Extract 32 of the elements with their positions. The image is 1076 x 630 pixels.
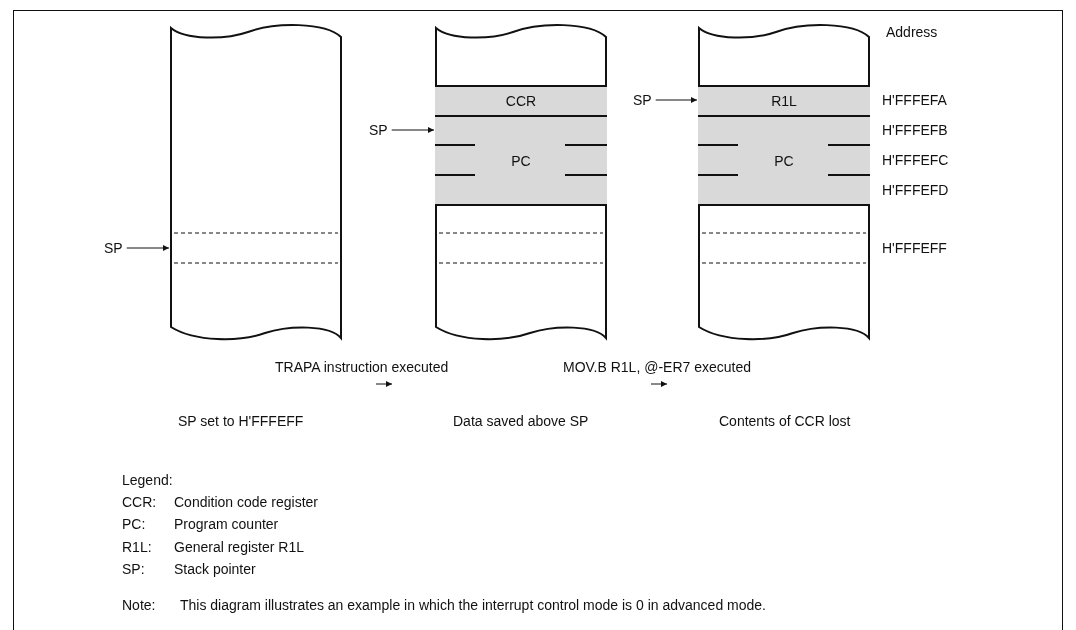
pointer-label: SP — [104, 239, 123, 257]
pointer-label: SP — [369, 121, 388, 139]
step-caption: SP set to H'FFFEFF — [178, 412, 304, 430]
arrow — [126, 245, 170, 251]
note-text: This diagram illustrates an example in which the interrupt control mode is 0 in advanced mode. — [180, 596, 766, 614]
address-label: H'FFFEFD — [882, 181, 949, 199]
legend-term: CCR: — [122, 493, 157, 511]
legend-definition: Stack pointer — [174, 560, 256, 578]
note-label: Note: — [122, 596, 156, 614]
address-label: H'FFFEFF — [882, 239, 947, 257]
legend-definition: General register R1L — [174, 538, 304, 556]
memory-cell: PC — [435, 115, 607, 206]
legend-definition: Program counter — [174, 515, 279, 533]
address-label: H'FFFEFC — [882, 151, 949, 169]
legend-term: SP: — [122, 560, 145, 578]
legend-term: PC: — [122, 515, 146, 533]
memory-cell: PC — [698, 115, 870, 206]
legend-heading: Legend: — [122, 471, 173, 489]
arrow — [391, 127, 435, 133]
memory-cell: R1L — [698, 85, 870, 117]
step-caption: Contents of CCR lost — [719, 412, 851, 430]
pointer-label: SP — [633, 91, 652, 109]
column-heading: Address — [886, 23, 938, 41]
memory-cell: CCR — [435, 85, 607, 117]
address-label: H'FFFEFB — [882, 121, 948, 139]
legend-term: R1L: — [122, 538, 152, 556]
step-caption: Data saved above SP — [453, 412, 589, 430]
step-label: TRAPA instruction executed — [275, 358, 449, 376]
legend-definition: Condition code register — [174, 493, 318, 511]
arrow — [655, 97, 698, 103]
address-label: H'FFFEFA — [882, 91, 947, 109]
step-label: MOV.B R1L, @-ER7 executed — [563, 358, 751, 376]
